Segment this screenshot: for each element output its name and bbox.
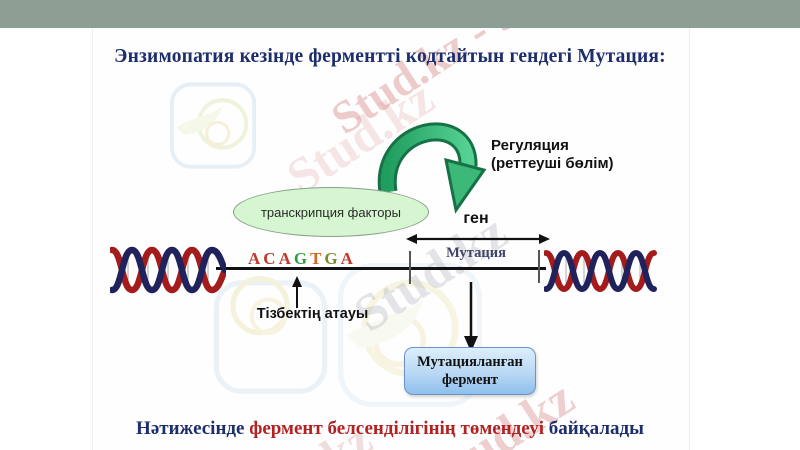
mutated-enzyme-line2: фермент bbox=[441, 372, 499, 388]
sequence-pointer-arrow-icon bbox=[292, 276, 302, 308]
conclusion-text: Нәтижесінде фермент белсенділігінің төме… bbox=[92, 418, 688, 440]
conclusion-prefix: Нәтижесінде bbox=[136, 418, 250, 439]
conclusion-suffix: байқалады bbox=[544, 418, 644, 439]
gene-end-tick bbox=[538, 250, 540, 283]
mutated-enzyme-box: Мутацияланған фермент bbox=[404, 347, 536, 395]
regulation-label-line1: Регуляция bbox=[491, 137, 569, 154]
slide-sheet bbox=[92, 28, 690, 450]
conclusion-highlight: фермент белсенділігінің төмендеуі bbox=[249, 418, 545, 439]
dna-sequence: ACAGTGA bbox=[248, 249, 356, 268]
gene-span-arrow-icon bbox=[406, 234, 550, 244]
gene-start-tick bbox=[409, 251, 411, 284]
dna-helix-left bbox=[110, 246, 226, 294]
regulation-curved-arrow-icon bbox=[377, 122, 487, 214]
gene-label: ген bbox=[463, 210, 489, 227]
transcription-factor-label: транскрипция факторы bbox=[260, 204, 402, 220]
regulation-label-line2: (реттеуші бөлім) bbox=[491, 155, 614, 172]
mutation-result-arrow-icon bbox=[464, 282, 478, 352]
dna-baseline bbox=[216, 267, 546, 270]
top-accent-bar bbox=[0, 0, 800, 28]
regulation-label: Регуляция (реттеуші бөлім) bbox=[491, 137, 614, 173]
transcription-factor-ellipse: транскрипция факторы bbox=[233, 187, 429, 237]
sequence-name-label: Тізбектің атауы bbox=[256, 306, 369, 322]
dna-helix-right bbox=[544, 249, 657, 293]
mutated-enzyme-line1: Мутацияланған bbox=[417, 353, 523, 370]
slide-title: Энзимопатия кезінде ферментті кодтайтын … bbox=[114, 46, 666, 67]
mutation-label: Мутация bbox=[446, 245, 506, 261]
